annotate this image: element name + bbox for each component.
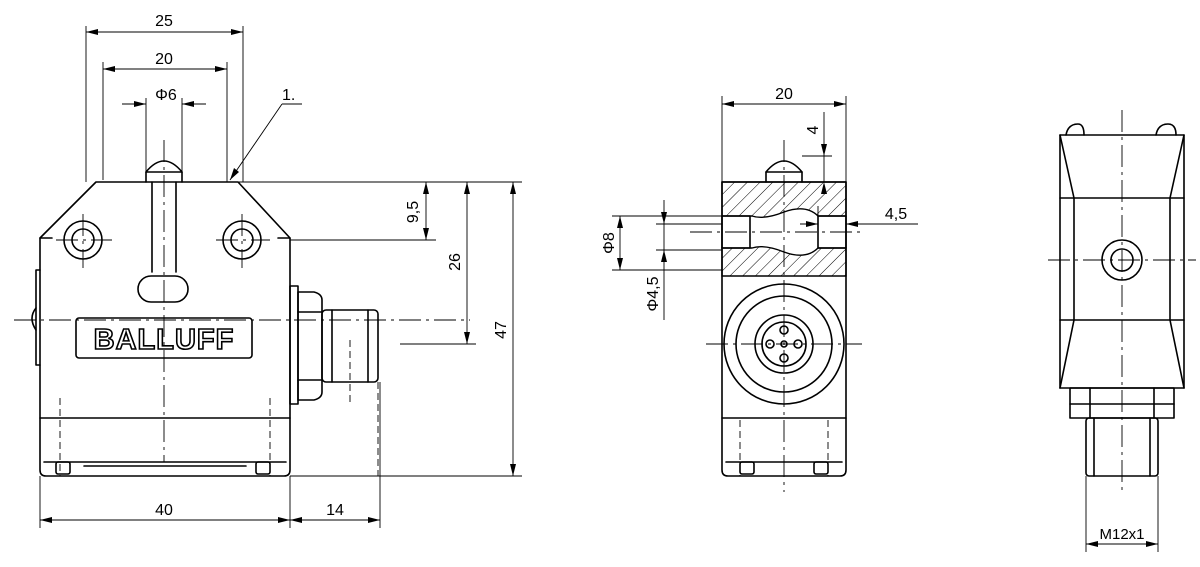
dim-height-47: 47 [493,321,510,339]
dim-height-26: 26 [447,253,464,271]
end-view [1048,110,1196,492]
side-dim-4-5: 4,5 [885,206,907,223]
front-view: BALLUFF [14,140,470,477]
side-dim-dia-8: Φ8 [601,232,618,254]
side-body-outline [721,181,847,477]
side-view [690,140,862,492]
dim-width-25: 25 [155,13,173,30]
front-body-outline [39,181,291,419]
end-dim-thread: M12x1 [1099,526,1144,543]
front-base [39,417,291,477]
dim-plunger-diameter: Φ6 [155,87,177,104]
side-dim-dia-4-5: Φ4,5 [645,276,662,311]
front-dimensions: 25 20 Φ6 1. 9,5 26 47 [39,13,522,528]
side-dim-width-20: 20 [775,86,793,103]
side-dim-4: 4 [805,125,822,134]
dim-width-40: 40 [155,502,173,519]
end-dimensions: M12x1 [1085,476,1159,552]
side-dimensions: 20 4 4,5 Φ8 Φ4,5 [601,86,918,320]
front-guide-slot [151,181,177,273]
dim-length-14: 14 [326,502,344,519]
dim-width-20: 20 [155,51,173,68]
dim-height-9-5: 9,5 [405,201,422,223]
callout-1: 1. [282,87,295,104]
brand-logo-text: BALLUFF [94,324,235,356]
front-connector [289,285,379,405]
